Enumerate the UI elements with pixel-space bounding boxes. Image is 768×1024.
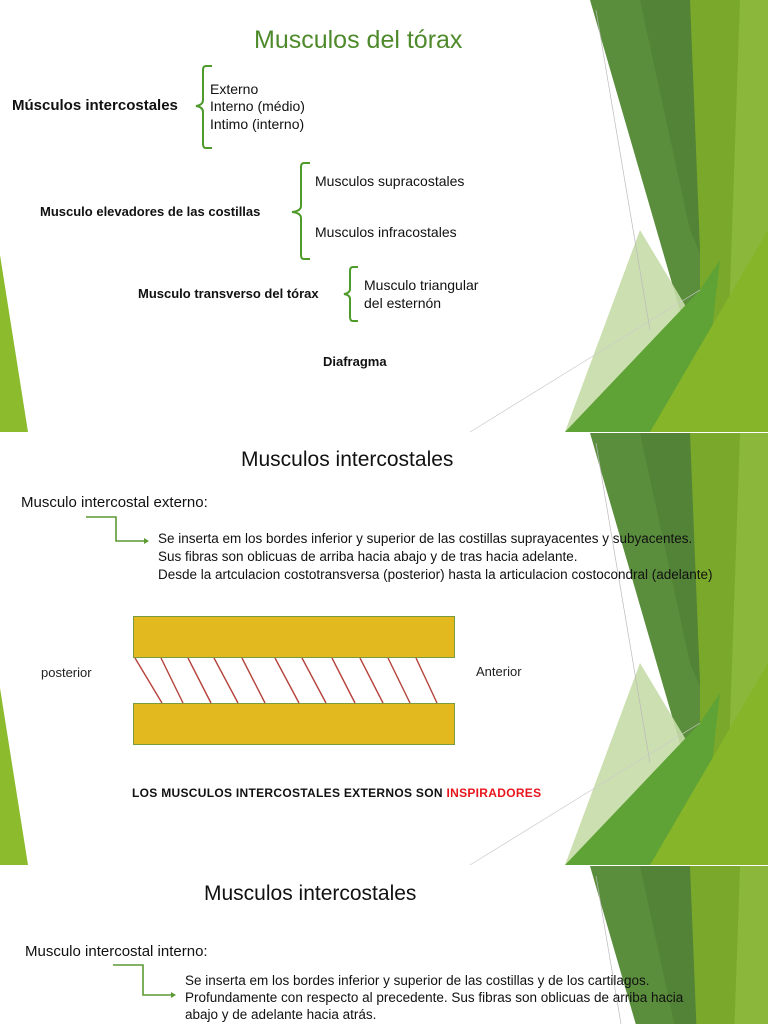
brace-icon — [343, 266, 358, 322]
muscle-fibers — [134, 658, 438, 704]
slide-title: Musculos del tórax — [254, 26, 463, 54]
group-item: Intimo (interno) — [210, 116, 305, 132]
group-item: Musculo triangular — [364, 277, 479, 293]
slide-3: Musculos intercostales Musculo intercost… — [0, 866, 768, 1024]
elbow-arrow-icon — [113, 964, 176, 998]
group-label-transverso: Musculo transverso del tórax — [138, 286, 319, 301]
posterior-label: posterior — [41, 665, 92, 680]
group-item: Externo — [210, 81, 259, 97]
group-label-elevadores: Musculo elevadores de las costillas — [40, 204, 261, 219]
group-item: Interno (médio) — [210, 98, 305, 114]
group-item: del esternón — [364, 295, 442, 311]
elbow-arrow-icon — [86, 516, 149, 544]
section-subtitle: Musculo intercostal externo: — [21, 494, 208, 511]
conclusion-text: LOS MUSCULOS INTERCOSTALES EXTERNOS SON … — [132, 786, 541, 800]
slide-title: Musculos intercostales — [241, 448, 454, 471]
section-subtitle: Musculo intercostal interno: — [25, 943, 208, 960]
body-line: Desde la artculacion costotransversa (po… — [158, 567, 713, 582]
brace-icon — [195, 65, 212, 149]
body-line: Sus fibras son oblicuas de arriba hacia … — [158, 549, 578, 564]
group-item: Musculos supracostales — [315, 173, 465, 189]
slide-title: Musculos intercostales — [204, 882, 417, 905]
brace-icon — [291, 162, 310, 260]
conclusion-prefix: LOS MUSCULOS INTERCOSTALES EXTERNOS SON — [132, 786, 447, 800]
group-item: Musculos infracostales — [315, 224, 457, 240]
body-line: Se inserta em los bordes inferior y supe… — [185, 973, 650, 988]
body-line: Se inserta em los bordes inferior y supe… — [158, 531, 693, 546]
body-line: Profundamente con respecto al precedente… — [185, 990, 684, 1005]
slide-2: Musculos intercostales Musculo intercost… — [0, 433, 768, 865]
lower-rib — [133, 703, 455, 745]
conclusion-highlight: INSPIRADORES — [446, 786, 542, 800]
group-label-intercostales: Músculos intercostales — [12, 97, 178, 114]
diafragma-label: Diafragma — [323, 354, 387, 369]
slide-1: Musculos del tórax Músculos intercostale… — [0, 0, 768, 432]
upper-rib — [133, 616, 455, 658]
body-line: abajo y de adelante hacia atrás. — [185, 1007, 377, 1022]
anterior-label: Anterior — [476, 664, 522, 679]
